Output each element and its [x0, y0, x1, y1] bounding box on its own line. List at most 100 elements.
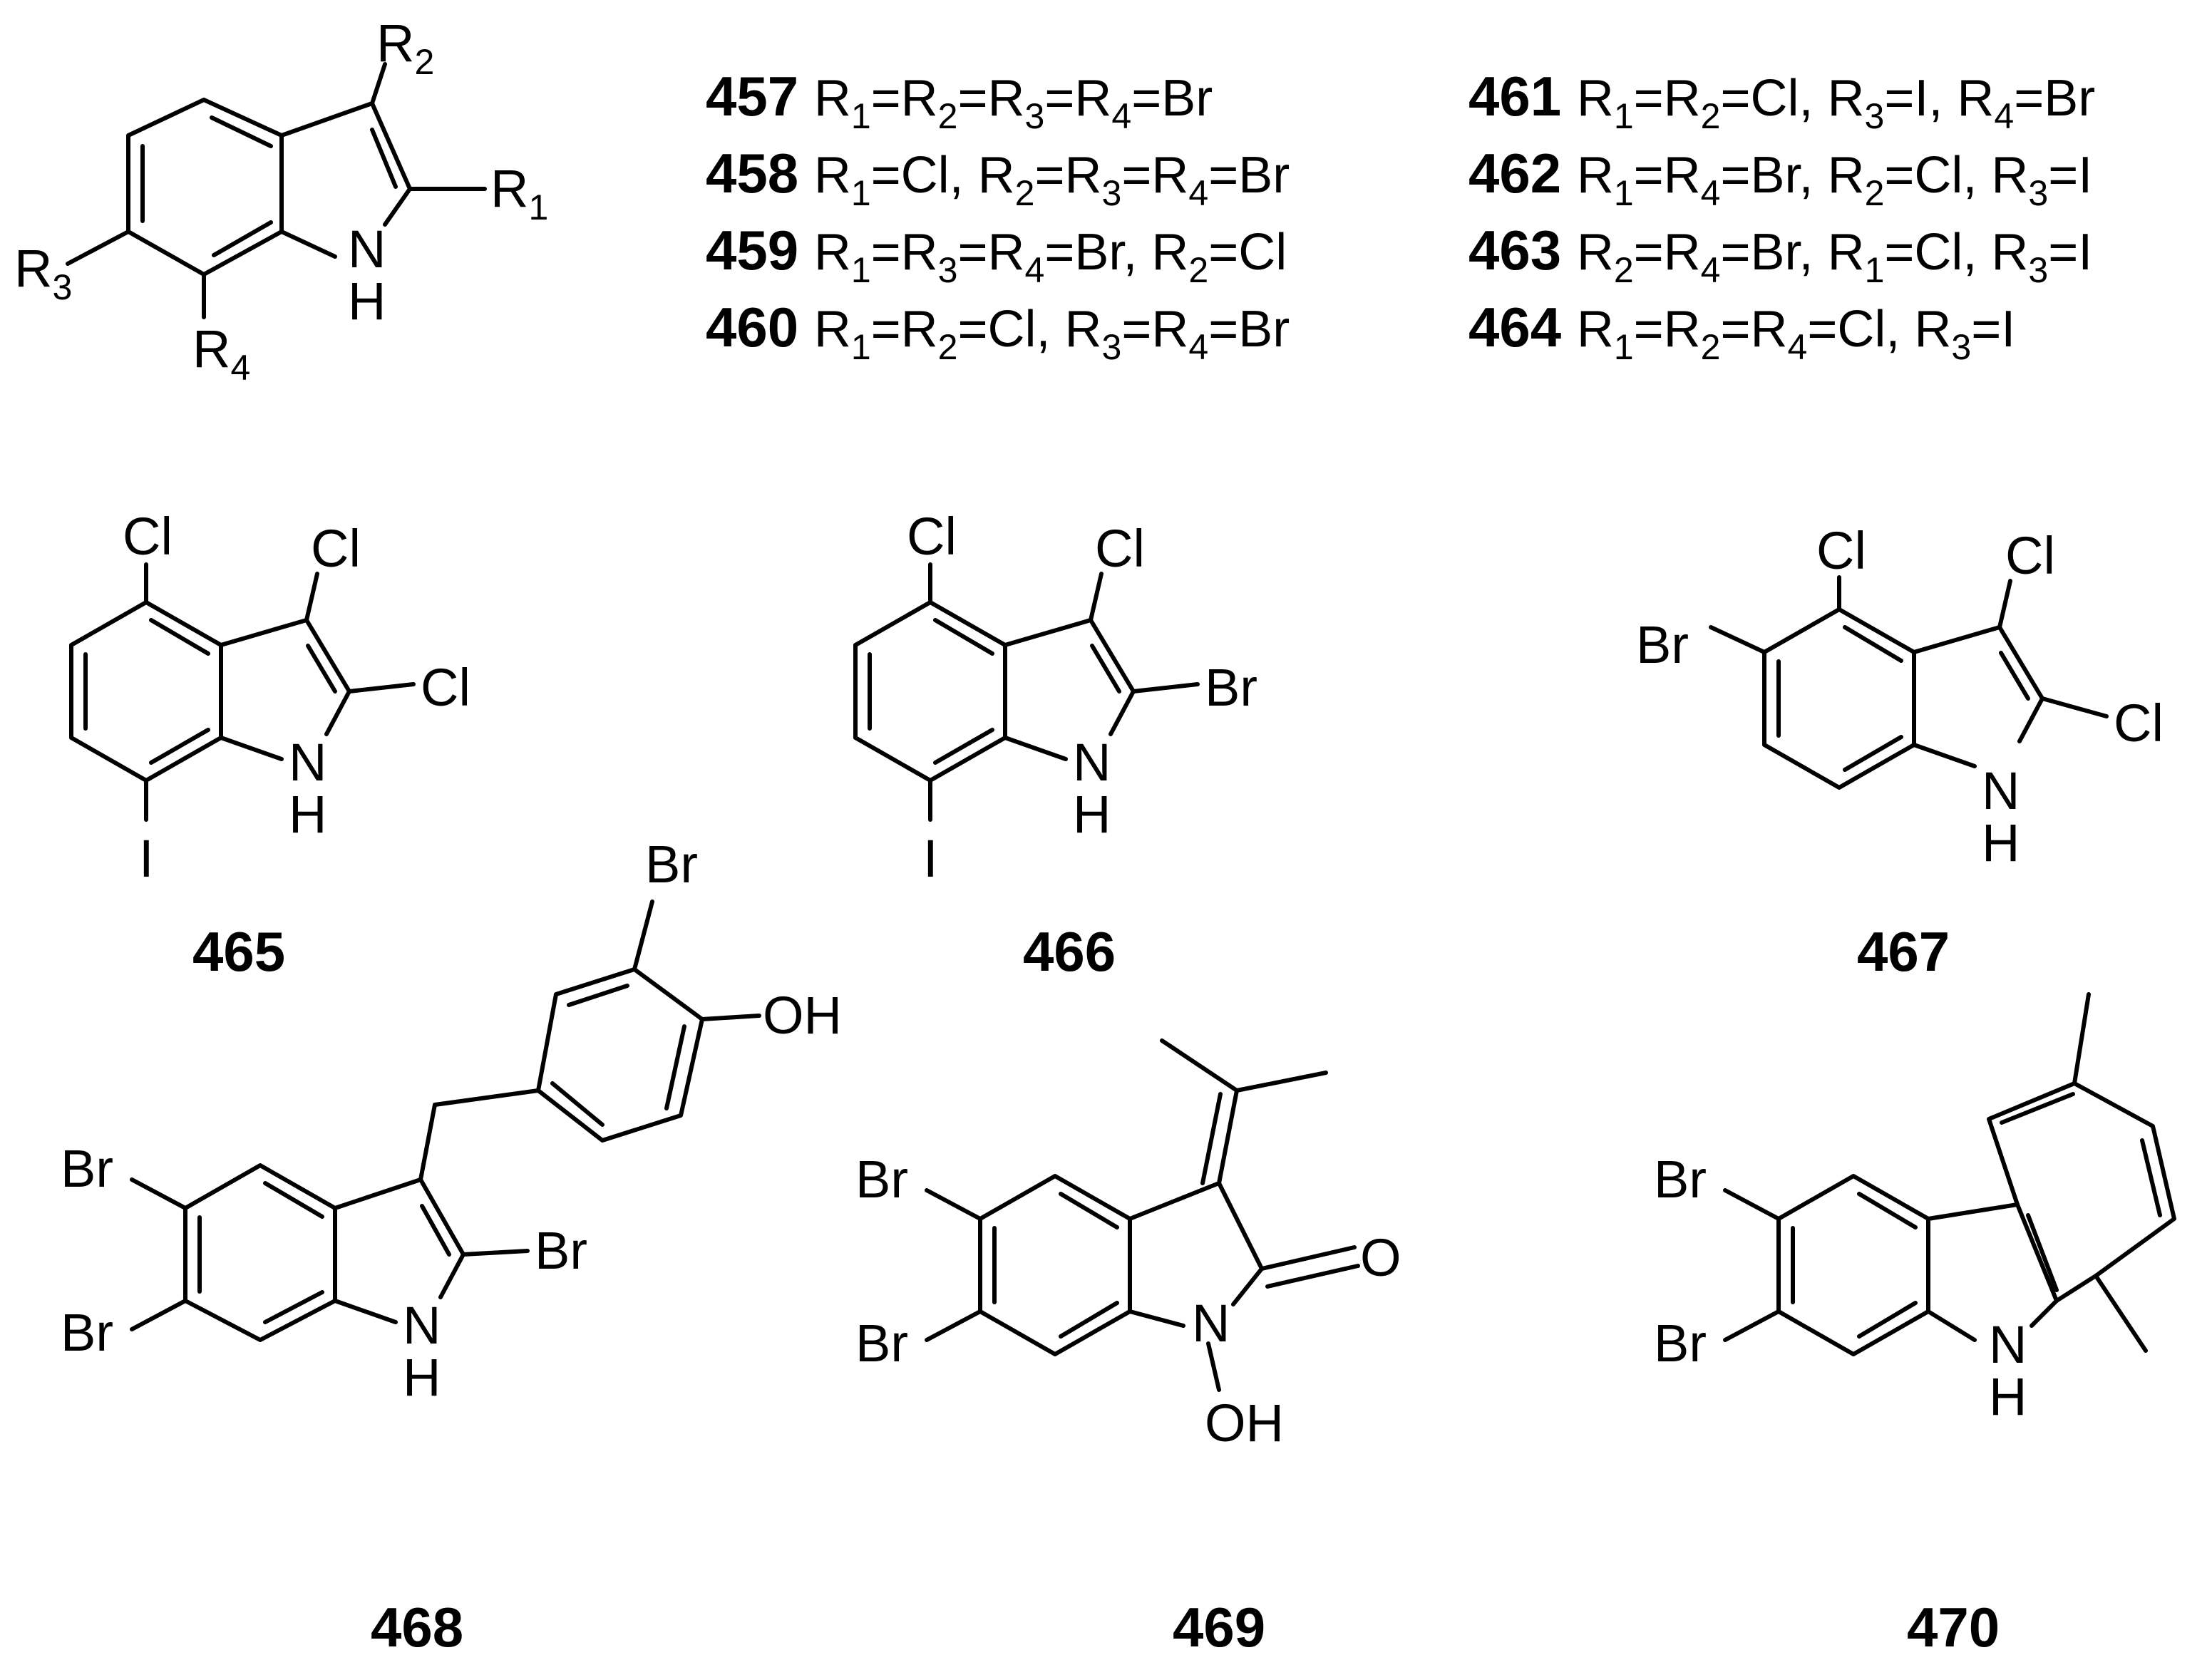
subscript: 4: [1994, 96, 2014, 136]
substituent-text: =R: [871, 301, 938, 358]
subscript: 2: [1701, 96, 1721, 136]
compound-number: 461: [1468, 65, 1577, 128]
substituent-text: =Cl, R: [1720, 70, 1864, 127]
compound-469: Br Br O N OH 469: [855, 1038, 1401, 1655]
atom-br5: Br: [855, 1150, 908, 1209]
subscript: 2: [1188, 250, 1208, 290]
substituent-text: R: [814, 224, 851, 281]
compound-number: 458: [706, 142, 814, 205]
substituent-text: =Br: [2014, 70, 2095, 127]
table-row-457: 457 R1=R2=R3=R4=Br: [706, 65, 1213, 136]
substituent-text: =Cl, R: [1807, 301, 1951, 358]
compound-465: Cl Cl Cl N H I 465: [69, 507, 470, 983]
subscript: 1: [851, 173, 871, 213]
r4-label: R4: [192, 319, 250, 388]
subscript: 2: [1614, 250, 1634, 290]
subscript: 2: [1015, 173, 1035, 213]
table-row-459: 459 R1=R3=R4=Br, R2=Cl: [706, 219, 1287, 290]
substituent-text: =R: [1634, 301, 1701, 358]
subscript: 3: [1102, 327, 1122, 367]
substituent-text: =I: [1971, 301, 2015, 358]
atom-cl3: Cl: [1095, 519, 1145, 578]
subscript: 1: [851, 250, 871, 290]
atom-n: N: [403, 1296, 441, 1355]
atom-cl3: Cl: [2005, 526, 2055, 585]
compound-number: 470: [1907, 1596, 2000, 1655]
nh-n-label: N: [348, 220, 386, 279]
subscript: 4: [1701, 173, 1721, 213]
substituent-text: R: [1577, 70, 1614, 127]
substituent-text: =I, R: [1884, 70, 1994, 127]
substituent-text: R: [814, 301, 851, 358]
substituent-text: =Br: [1208, 147, 1290, 204]
compound-466: Cl Cl Br N H I 466: [853, 507, 1257, 983]
atom-br3: Br: [1654, 1150, 1707, 1209]
atom-o: O: [1360, 1228, 1401, 1287]
compound-number: 466: [1023, 920, 1116, 983]
compound-468: Br OH Br Br Br N H 468: [61, 835, 842, 1655]
compound-number: 463: [1468, 219, 1577, 282]
substituent-text: =R: [957, 70, 1024, 127]
substituent-text: =Cl, R: [957, 301, 1101, 358]
compound-467: Br Cl Cl Cl N H 467: [1636, 521, 2164, 983]
substituent-text: =R: [1634, 147, 1701, 204]
substituent-text: =Cl, R: [1884, 147, 2028, 204]
atom-br5: Br: [1636, 615, 1689, 674]
atom-h: H: [1982, 813, 2020, 872]
substituent-text: =Br, R: [1720, 224, 1864, 281]
subscript: 4: [1188, 173, 1208, 213]
atom-n: N: [1982, 761, 2020, 820]
compound-number: 469: [1173, 1596, 1265, 1655]
substituent-text: =Br, R: [1720, 147, 1864, 204]
subscript: 2: [1865, 173, 1885, 213]
substituent-text: =R: [1121, 301, 1188, 358]
atom-cl3: Cl: [311, 519, 361, 578]
atom-br6: Br: [61, 1303, 113, 1362]
atom-n: N: [1073, 733, 1111, 792]
substituent-text: R: [1577, 147, 1614, 204]
substituent-text: =R: [1720, 301, 1787, 358]
substituent-text: =R: [1634, 70, 1701, 127]
subscript: 2: [1701, 327, 1721, 367]
substituent-text: R: [814, 147, 851, 204]
subscript: 3: [1951, 327, 1971, 367]
substituent-text: =R: [1034, 147, 1101, 204]
r3-label: R3: [14, 239, 72, 307]
atom-cl4: Cl: [1816, 521, 1866, 580]
subscript: 4: [1188, 327, 1208, 367]
substituent-text: =R: [1121, 147, 1188, 204]
atom-n: N: [1192, 1294, 1230, 1353]
atom-cl4: Cl: [907, 507, 957, 566]
substituent-text: =R: [1634, 224, 1701, 281]
compound-number: 468: [371, 1596, 463, 1655]
subscript: 4: [1788, 327, 1808, 367]
compound-number: 459: [706, 219, 814, 282]
atom-cl2: Cl: [2114, 694, 2164, 753]
substituent-text: =Br, R: [1044, 224, 1188, 281]
atom-br2: Br: [1654, 1314, 1707, 1373]
substituent-text: =R: [957, 224, 1024, 281]
subscript: 3: [1102, 173, 1122, 213]
substituent-text: =Cl, R: [871, 147, 1015, 204]
atom-oh: OH: [1205, 1393, 1284, 1453]
compound-470: Br Br N H 470: [1654, 992, 2176, 1655]
atom-h: H: [289, 785, 326, 844]
subscript: 1: [851, 96, 871, 136]
atom-cl4: Cl: [123, 507, 173, 566]
r2-label: R2: [376, 14, 434, 82]
atom-cl2: Cl: [421, 658, 470, 717]
atom-i7: I: [139, 829, 154, 888]
atom-br6: Br: [855, 1314, 908, 1373]
substituent-text: R: [1577, 301, 1614, 358]
substituent-text: =Br: [1208, 301, 1290, 358]
r1-label: R1: [490, 159, 548, 227]
compound-number: 462: [1468, 142, 1577, 205]
subscript: 1: [851, 327, 871, 367]
table-row-464: 464 R1=R2=R4=Cl, R3=I: [1468, 296, 2015, 367]
subscript: 1: [1614, 327, 1634, 367]
subscript: 3: [2028, 173, 2048, 213]
substituent-text: =Cl: [1208, 224, 1287, 281]
substituent-text: R: [814, 70, 851, 127]
subscript: 1: [1614, 173, 1634, 213]
